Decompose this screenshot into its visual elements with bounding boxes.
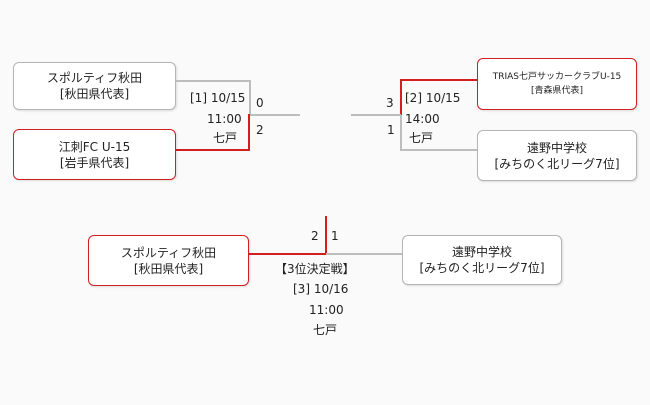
team-region: [青森県代表]	[530, 86, 584, 96]
team-name: 遠野中学校	[526, 140, 587, 155]
match-venue: 七戸	[409, 131, 434, 145]
score: 1	[387, 123, 395, 137]
match-number-date: [3] 10/16	[293, 282, 349, 296]
team-box-esashi-fc: 江刺FC U-15 [岩手県代表]	[13, 129, 176, 180]
match-time: 11:00	[207, 112, 242, 126]
team-box-tono-junior-high: 遠野中学校 [みちのく北リーグ7位]	[477, 130, 637, 181]
winner-bracket-line	[325, 216, 327, 254]
bracket-line	[400, 115, 402, 151]
team-name: 遠野中学校	[451, 245, 512, 259]
match-time: 14:00	[405, 112, 440, 126]
score: 0	[256, 96, 264, 110]
score: 1	[331, 229, 339, 243]
winner-bracket-line	[176, 149, 250, 151]
match-title: 【3位決定戦】	[275, 262, 355, 276]
bracket-line	[351, 114, 401, 116]
bracket-line	[400, 149, 477, 151]
winner-bracket-line	[400, 79, 402, 115]
match-number-date: [1] 10/15	[190, 91, 246, 105]
team-name: スポルティフ秋田	[46, 71, 143, 85]
match-time: 11:00	[309, 303, 344, 317]
match-venue: 七戸	[213, 131, 238, 145]
team-box-sportif-akita: スポルティフ秋田 [秋田県代表]	[13, 62, 176, 110]
team-box-tono-third: 遠野中学校 [みちのく北リーグ7位]	[402, 235, 562, 285]
match-number-date: [2] 10/15	[405, 91, 461, 105]
winner-bracket-line	[249, 253, 327, 255]
bracket-line	[176, 80, 250, 82]
score: 2	[256, 123, 264, 137]
score: 3	[386, 96, 394, 110]
bracket-line	[249, 80, 251, 115]
team-name: 江刺FC U-15	[58, 139, 131, 154]
team-region: [みちのく北リーグ7位]	[419, 261, 545, 275]
bracket-line	[326, 253, 402, 255]
team-region: [秋田県代表]	[59, 87, 130, 101]
match-venue: 七戸	[313, 323, 338, 337]
team-region: [岩手県代表]	[59, 155, 130, 170]
bracket-line	[250, 114, 300, 116]
team-name: スポルティフ秋田	[120, 245, 217, 260]
score: 2	[311, 229, 319, 243]
team-name: TRIAS七戸サッカークラブU-15	[492, 72, 622, 82]
team-region: [みちのく北リーグ7位]	[494, 156, 620, 171]
winner-bracket-line	[248, 114, 250, 150]
winner-bracket-line	[400, 79, 477, 81]
team-box-sportif-akita-third: スポルティフ秋田 [秋田県代表]	[88, 235, 249, 286]
team-region: [秋田県代表]	[133, 261, 204, 276]
team-box-trias-shichinohe: TRIAS七戸サッカークラブU-15 [青森県代表]	[477, 58, 637, 110]
